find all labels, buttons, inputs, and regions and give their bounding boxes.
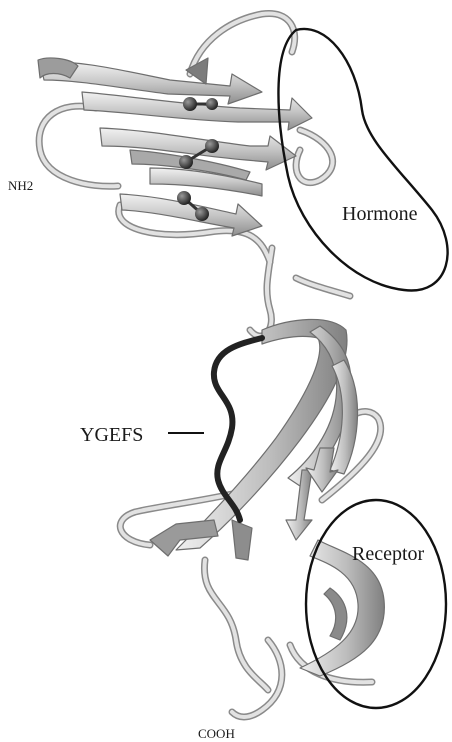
mid-arrow: [232, 520, 252, 560]
cooh-label: COOH: [198, 726, 235, 741]
disulfide-ball: [177, 191, 191, 205]
hormone-site-outline: [278, 29, 447, 291]
ygefs-label: YGEFS: [80, 424, 143, 446]
upper-domain-sheets: [38, 58, 312, 236]
disulfide-ball: [195, 207, 209, 221]
nh2-label: NH2: [8, 178, 33, 193]
strand-a: [176, 319, 347, 550]
hormone-label: Hormone: [342, 203, 418, 225]
disulfide-ball: [206, 98, 218, 110]
lower-domain-sheets: [150, 319, 384, 676]
bottom-loops: [204, 560, 268, 690]
disulfide-ball: [179, 155, 193, 169]
receptor-label: Receptor: [352, 543, 425, 565]
disulfide-ball: [205, 139, 219, 153]
receptor-ribbon-inner: [324, 588, 347, 640]
disulfide-ball: [183, 97, 197, 111]
